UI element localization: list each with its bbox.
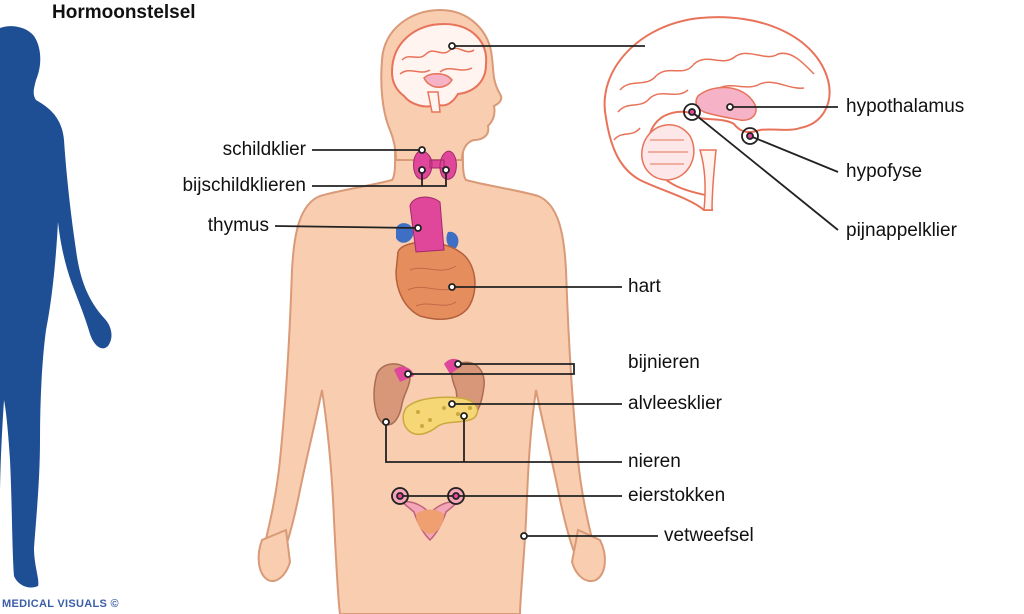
leader-lines	[274, 45, 839, 537]
large-brain	[603, 16, 831, 211]
label-bijschildklieren: bijschildklieren	[182, 175, 306, 196]
credit-text: MEDICAL VISUALS ©	[2, 598, 119, 610]
label-nieren: nieren	[628, 451, 681, 472]
label-eierstokken: eierstokken	[628, 485, 726, 506]
label-pijnappelklier: pijnappelklier	[846, 220, 957, 241]
right-hand	[570, 528, 606, 582]
body-silhouette	[0, 26, 112, 588]
leader-markers	[382, 42, 759, 540]
label-thymus: thymus	[207, 215, 269, 236]
left-hand	[257, 528, 292, 582]
label-bijnieren: bijnieren	[628, 352, 700, 373]
small-brain	[390, 22, 488, 113]
page-title: Hormoonstelsel	[52, 2, 196, 23]
pancreas	[402, 396, 479, 436]
label-schildklier: schildklier	[222, 139, 306, 160]
reproductive-organs	[391, 487, 465, 542]
label-hart: hart	[628, 276, 661, 297]
label-alvleesklier: alvleesklier	[628, 393, 722, 414]
label-hypofyse: hypofyse	[846, 161, 923, 182]
label-vetweefsel: vetweefsel	[664, 525, 754, 546]
label-hypothalamus: hypothalamus	[846, 96, 965, 117]
